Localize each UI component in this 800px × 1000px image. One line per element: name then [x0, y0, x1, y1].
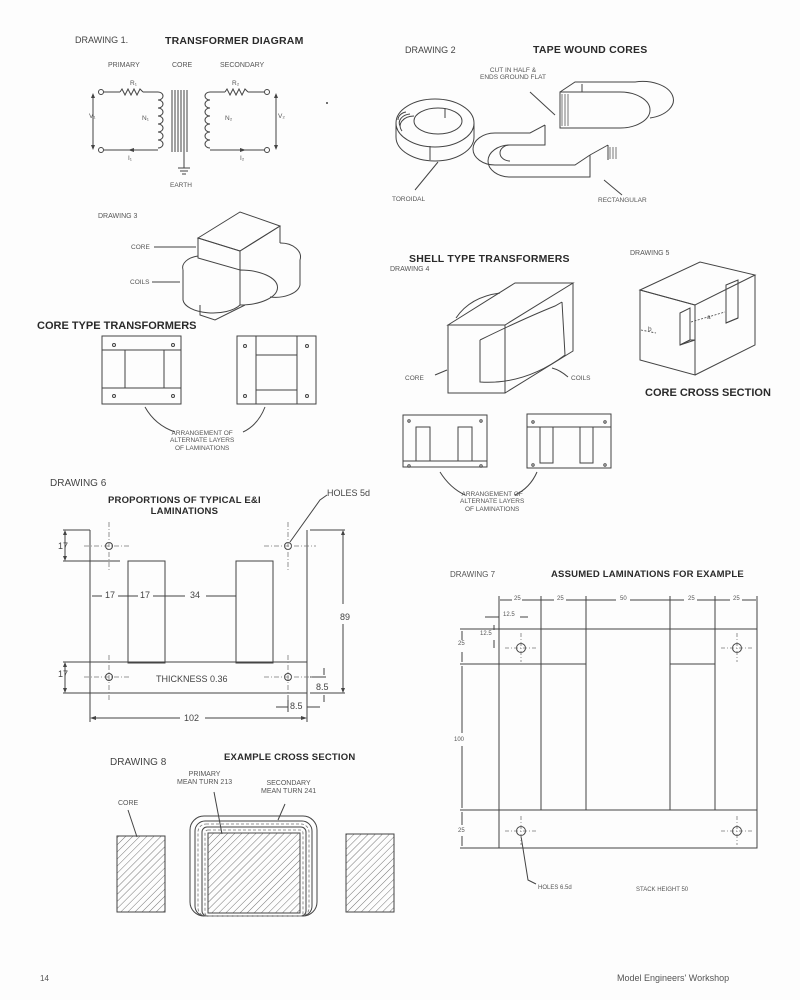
- earth-label: EARTH: [170, 182, 192, 189]
- dim-8-5-horizontal: 8.5: [290, 701, 303, 711]
- cut-note-line1: CUT IN HALF &: [489, 67, 537, 74]
- toroidal-label: TOROIDAL: [392, 196, 426, 203]
- primary-line1: PRIMARY: [188, 771, 221, 778]
- i1-label: I₁: [128, 155, 132, 162]
- drawing-7-title: ASSUMED LAMINATIONS FOR EXAMPLE: [551, 569, 744, 580]
- drawing-8-title: EXAMPLE CROSS SECTION: [224, 752, 356, 763]
- rectangular-label: RECTANGULAR: [598, 197, 647, 204]
- shell-type-arrangement-note: ARRANGEMENT OF ALTERNATE LAYERS OF LAMIN…: [460, 491, 524, 513]
- dim-17-w2: 17: [140, 590, 151, 600]
- v1-label: V₁: [89, 113, 96, 120]
- drawing-6-label: DRAWING 6: [50, 478, 107, 489]
- v2-label: V₂: [278, 113, 285, 120]
- drawing-8-label: DRAWING 8: [110, 757, 167, 768]
- dim-25-a: 25: [514, 596, 521, 602]
- dim-25-d: 25: [733, 596, 740, 602]
- dim-25-c: 25: [688, 596, 695, 602]
- dim-17-bottom: 17: [58, 669, 69, 679]
- holes-5d-label: HOLES 5d: [327, 488, 371, 498]
- primary-line2: MEAN TURN 213: [177, 779, 233, 787]
- cut-note: CUT IN HALF & ENDS GROUND FLAT: [480, 67, 546, 82]
- thickness-label: THICKNESS 0.36: [156, 674, 228, 684]
- dim-25-b: 25: [557, 596, 564, 602]
- core-label-3: CORE: [131, 244, 150, 251]
- dim-b-label: b: [648, 326, 652, 333]
- core-label: CORE: [172, 62, 193, 69]
- dim-12-5-x: 12.5: [503, 612, 515, 618]
- secondary-mean-turn-label: SECONDARY MEAN TURN 241: [261, 780, 316, 796]
- r1-label: R₁: [130, 80, 137, 87]
- drawing-2-label: DRAWING 2: [405, 45, 456, 55]
- drawing-6-title-line2: LAMINATIONS: [150, 506, 219, 518]
- drawing-5-label: DRAWING 5: [630, 250, 670, 257]
- drawing-1-label: DRAWING 1.: [75, 35, 129, 45]
- coils-label-4: COILS: [571, 375, 591, 382]
- core-label-4: CORE: [405, 375, 424, 382]
- core-type-arrangement-note: ARRANGEMENT OF ALTERNATE LAYERS OF LAMIN…: [170, 430, 234, 452]
- shell-type-transformers-title: SHELL TYPE TRANSFORMERS: [409, 253, 570, 265]
- arrangement-line3: OF LAMINATIONS: [174, 444, 230, 452]
- stack-height-label: STACK HEIGHT 50: [636, 887, 689, 893]
- dim-50: 50: [620, 596, 627, 602]
- drawing-3-label: DRAWING 3: [98, 213, 138, 220]
- n1-label: N₁: [142, 115, 149, 122]
- drawing-2-title: TAPE WOUND CORES: [533, 44, 648, 56]
- dim-17-top: 17: [58, 541, 69, 551]
- dim-100: 100: [454, 737, 465, 743]
- arrangement-line2: ALTERNATE LAYERS: [170, 437, 235, 445]
- holes-6-5d-label: HOLES 6.5d: [538, 885, 572, 891]
- dim-8-5-vertical: 8.5: [316, 682, 329, 692]
- secondary-label: SECONDARY: [220, 62, 265, 69]
- drawing-4-label: DRAWING 4: [390, 266, 430, 273]
- core-label-8: CORE: [118, 800, 139, 807]
- arrangement-line1: ARRANGEMENT OF: [461, 491, 523, 498]
- dim-89: 89: [340, 612, 351, 622]
- drawing-7-label: DRAWING 7: [450, 570, 496, 579]
- dim-25-top: 25: [458, 641, 465, 647]
- i2-label: I₂: [240, 155, 245, 162]
- dim-34: 34: [190, 590, 201, 600]
- cut-note-line2: ENDS GROUND FLAT: [480, 74, 546, 82]
- drawing-6-title-line1: PROPORTIONS OF TYPICAL E&I: [108, 495, 261, 506]
- arrangement-line1: ARRANGEMENT OF: [171, 430, 233, 437]
- primary-label: PRIMARY: [108, 62, 140, 69]
- publication-name: Model Engineers' Workshop: [617, 973, 730, 983]
- dim-25-bottom: 25: [458, 828, 465, 834]
- drawing-1-title: TRANSFORMER DIAGRAM: [165, 35, 304, 47]
- r2-label: R₂: [232, 80, 240, 87]
- dim-17-w1: 17: [105, 590, 116, 600]
- dim-12-5-y: 12.5: [480, 631, 492, 637]
- secondary-line2: MEAN TURN 241: [261, 788, 317, 796]
- n2-label: N₂: [225, 115, 233, 122]
- arrangement-line2: ALTERNATE LAYERS: [460, 498, 525, 506]
- core-cross-section-title: CORE CROSS SECTION: [645, 387, 771, 399]
- page-number: 14: [40, 974, 49, 983]
- arrangement-line3: OF LAMINATIONS: [464, 505, 520, 513]
- dim-a-label: a: [707, 314, 711, 321]
- drawing-6-title: PROPORTIONS OF TYPICAL E&I LAMINATIONS: [108, 495, 261, 518]
- core-type-transformers-title: CORE TYPE TRANSFORMERS: [37, 320, 197, 332]
- dim-102: 102: [184, 713, 200, 723]
- secondary-line1: SECONDARY: [266, 780, 311, 787]
- coils-label-3: COILS: [130, 279, 150, 286]
- primary-mean-turn-label: PRIMARY MEAN TURN 213: [177, 771, 232, 787]
